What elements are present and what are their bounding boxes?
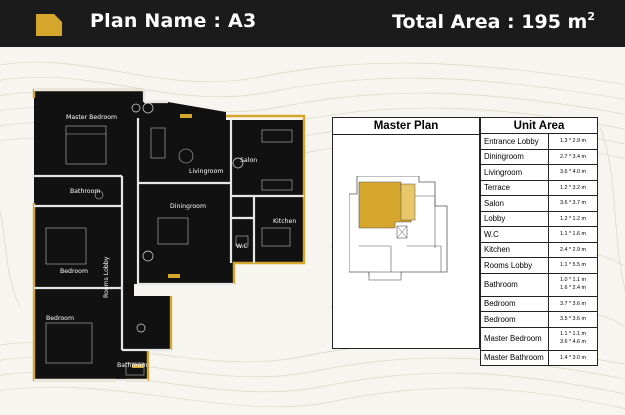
total-area: Total Area : 195 m2: [392, 10, 595, 33]
row-value: 3.5 * 3.6 m: [548, 311, 598, 328]
room-label-terrace: Terrace: [185, 107, 208, 114]
total-area-unit-exponent: 2: [587, 10, 595, 23]
room-label-wc: W.C: [236, 243, 248, 250]
brand-logo-icon: [36, 14, 62, 36]
room-label-bathroom-bottom: Bathroom: [117, 362, 148, 369]
row-value-line: 1.1 * 1.1 m: [559, 331, 587, 337]
total-area-text: Total Area : 195 m: [392, 11, 588, 33]
row-name: Kitchen: [480, 241, 549, 258]
room-label-kitchen: Kitchen: [273, 218, 297, 225]
row-name: W.C: [480, 226, 549, 243]
row-value: 1.3 * 2.9 m: [548, 133, 598, 150]
row-name: Salon: [480, 195, 549, 212]
room-label-diningroom: Diningroom: [170, 203, 206, 210]
room-label-master-bedroom: Master Bedroom: [66, 114, 118, 121]
row-value: 1.1 * 1.6 m: [548, 226, 598, 243]
room-label-bedroom-2: Bedroom: [46, 315, 74, 322]
master-plan-panel: Master Plan: [332, 117, 480, 349]
row-value: 1.2 * 1.2 m: [548, 210, 598, 227]
row-value: 3.7 * 3.6 m: [548, 295, 598, 312]
row-value: 1.4 * 3.0 m: [548, 349, 598, 366]
row-value: 2.7 * 3.4 m: [548, 148, 598, 165]
row-value: 2.4 * 2.9 m: [548, 241, 598, 258]
row-name: Livingroom: [480, 164, 549, 181]
plan-name: Plan Name : A3: [90, 10, 257, 32]
row-name: Master Bedroom: [480, 326, 549, 351]
unit-area-title: Unit Area: [480, 117, 598, 134]
row-name: Bedroom: [480, 311, 549, 328]
room-label-rooms-lobby: Rooms Lobby: [103, 256, 110, 298]
room-label-bedroom-1: Bedroom: [60, 268, 88, 275]
row-value-line: 1.0 * 1.1 m: [559, 277, 587, 283]
row-value-line: 3.6 * 4.6 m: [559, 338, 587, 345]
row-name: Rooms Lobby: [480, 257, 549, 274]
room-label-livingroom: Livingroom: [189, 168, 224, 175]
unit-area-header-row: Unit Area: [480, 117, 598, 134]
row-name: Diningroom: [480, 148, 549, 165]
row-value: 3.6 * 3.7 m: [548, 195, 598, 212]
room-label-bathroom-top: Bathroom: [70, 188, 101, 195]
row-name: Bathroom: [480, 272, 549, 297]
row-name: Bedroom: [480, 295, 549, 312]
row-value-line: 1.6 * 2.4 m: [559, 284, 587, 291]
master-plan-title: Master Plan: [333, 118, 479, 135]
floor-plan: [32, 88, 306, 382]
row-name: Lobby: [480, 210, 549, 227]
row-name: Master Bathroom: [480, 349, 549, 366]
header-bar: Plan Name : A3 Total Area : 195 m2: [0, 0, 625, 47]
row-value: 1.1 * 5.5 m: [548, 257, 598, 274]
row-name: Entrance Lobby: [480, 133, 549, 150]
row-name: Terrace: [480, 179, 549, 196]
row-value: 3.6 * 4.0 m: [548, 164, 598, 181]
row-value: 1.2 * 3.2 m: [548, 179, 598, 196]
master-plan-diagram: [349, 176, 448, 281]
room-label-salon: Salon: [240, 157, 258, 164]
